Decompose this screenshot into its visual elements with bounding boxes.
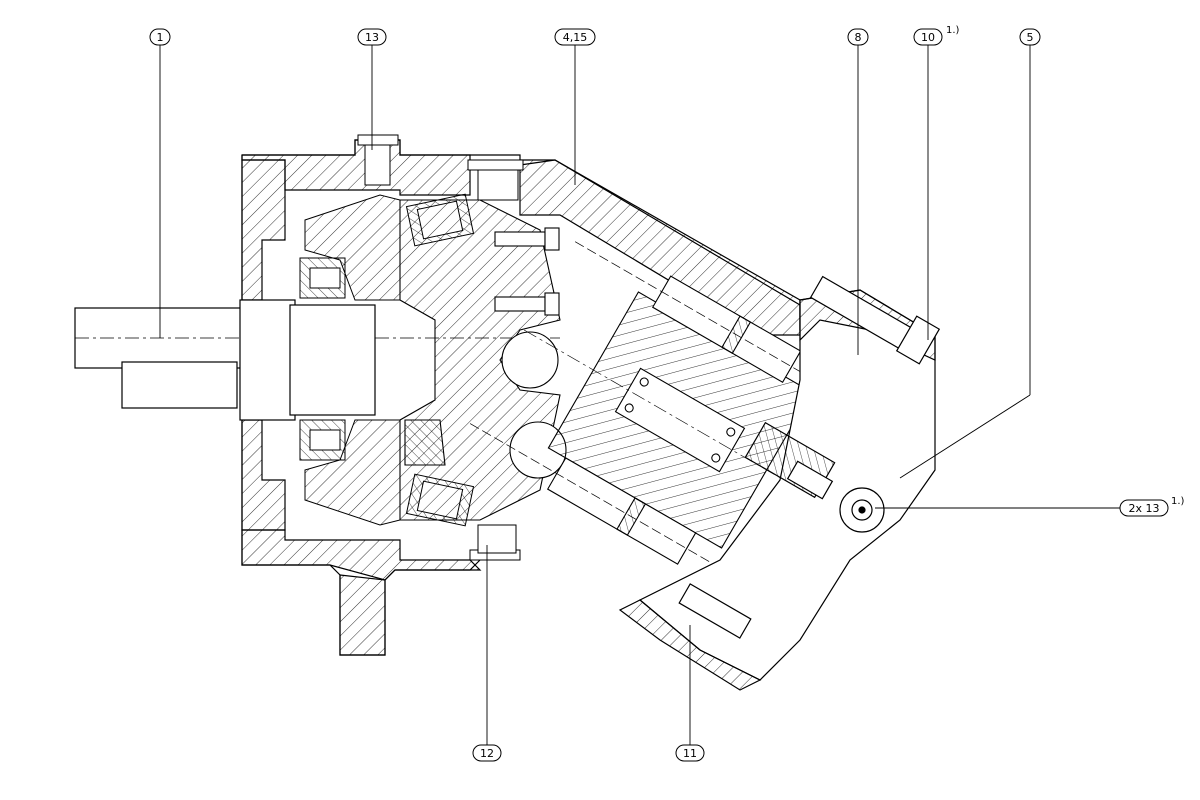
callout-12: 12 [472, 744, 502, 762]
port-plugs [357, 134, 524, 561]
svg-text:8: 8 [855, 31, 862, 44]
svg-text:12: 12 [480, 747, 494, 760]
svg-text:10: 10 [921, 31, 935, 44]
callout-11: 11 [675, 744, 705, 762]
svg-text:5: 5 [1027, 31, 1034, 44]
callout-4-15: 4,15 [554, 28, 596, 46]
callout-2x13: 2x 13 1.) [1119, 496, 1185, 517]
cylinder-block [469, 241, 836, 574]
leader-lines [159, 45, 1120, 745]
svg-text:13: 13 [365, 31, 379, 44]
callout-10: 10 1.) [913, 25, 960, 46]
svg-text:2x 13: 2x 13 [1128, 502, 1159, 515]
callout-13: 13 [357, 28, 387, 46]
svg-text:11: 11 [683, 747, 697, 760]
svg-text:1.): 1.) [946, 25, 960, 36]
front-housing [241, 139, 801, 656]
callout-1: 1 [149, 28, 171, 46]
svg-text:1: 1 [157, 31, 164, 44]
svg-text:4,15: 4,15 [563, 31, 588, 44]
callout-8: 8 [847, 28, 869, 46]
svg-text:1.): 1.) [1171, 496, 1185, 507]
drive-flange [399, 199, 567, 521]
callout-5: 5 [1019, 28, 1041, 46]
